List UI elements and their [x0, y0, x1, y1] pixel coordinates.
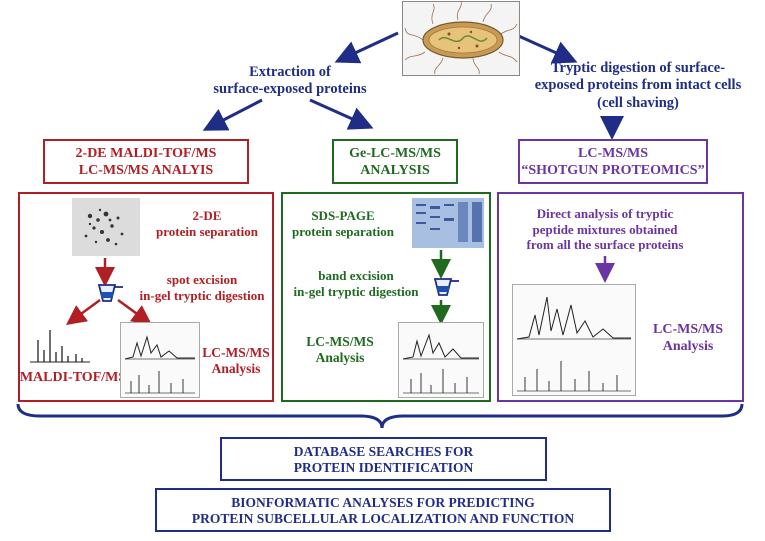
- spot-excision-label: spot excision in-gel tryptic digestion: [139, 272, 265, 303]
- arrow-to-maldi: [65, 298, 101, 325]
- bottom-bracket: [16, 403, 744, 429]
- arrow-to-lcms-left: [117, 298, 153, 325]
- bacterium-icon: [404, 1, 518, 75]
- panel-right: [497, 192, 744, 402]
- arrow-bacterium-to-shaving: [511, 31, 578, 64]
- panel-middle: [281, 192, 491, 402]
- direct-analysis-label: Direct analysis of tryptic peptide mixtu…: [526, 206, 684, 253]
- 2de-separation-label: 2-DE protein separation: [156, 208, 258, 239]
- maldi-label: MALDI-TOF/MS: [19, 370, 127, 385]
- lcms-spectrum-image-right: [512, 284, 636, 396]
- tube-icon-middle: [432, 276, 460, 303]
- band-excision-label: band excision in-gel tryptic digestion: [293, 268, 419, 299]
- header-right-shotgun: LC-MS/MS “SHOTGUN PROTEOMICS”: [518, 139, 708, 184]
- 2de-gel-image: [72, 198, 140, 256]
- cell-shaving-label: Tryptic digestion of surface- exposed pr…: [534, 60, 742, 111]
- tube-icon-left: [96, 282, 124, 309]
- database-search-box: DATABASE SEARCHES FOR PROTEIN IDENTIFICA…: [220, 437, 547, 481]
- lcms-label-middle: LC-MS/MS Analysis: [306, 334, 374, 366]
- extraction-label: Extraction of surface-exposed proteins: [213, 64, 367, 98]
- sds-page-gel-image: [412, 198, 484, 248]
- bioinformatic-box: BIONFORMATIC ANALYSES FOR PREDICTING PRO…: [155, 488, 611, 532]
- header-left-2de: 2-DE MALDI-TOF/MS LC-MS/MS ANALYIS: [43, 139, 249, 184]
- lcms-spectrum-image-left: [120, 322, 200, 398]
- arrow-extraction-to-left: [202, 98, 263, 131]
- bacterium-illustration: [402, 1, 520, 76]
- arrow-bacterium-to-extraction: [334, 31, 399, 64]
- panel-left: [18, 192, 274, 402]
- maldi-spectrum-image: [28, 322, 92, 368]
- arrow-extraction-to-middle: [309, 98, 374, 130]
- header-middle-gelc: Ge-LC-MS/MS ANALYSIS: [332, 139, 458, 184]
- lcms-label-right: LC-MS/MS Analysis: [653, 322, 723, 354]
- lcms-label-left: LC-MS/MS Analysis: [202, 345, 270, 377]
- lcms-spectrum-image-middle: [398, 322, 484, 398]
- sds-page-label: SDS-PAGE protein separation: [292, 208, 394, 239]
